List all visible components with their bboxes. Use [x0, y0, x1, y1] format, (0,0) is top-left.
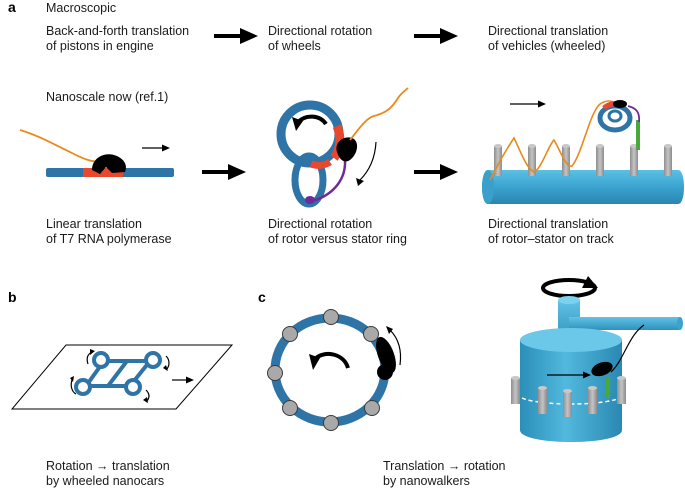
- cylinder-top: [520, 328, 622, 352]
- curved-motion-arrow: [356, 141, 377, 186]
- rna-strand: [19, 129, 105, 163]
- rotor-stator-diagram: [276, 87, 409, 208]
- ring-red-segment-lower: [309, 158, 332, 169]
- panel-b-caption-line2: by wheeled nanocars: [46, 474, 165, 488]
- nanocar-motion-arrow: [172, 376, 194, 384]
- walker-curved-arrow: [386, 326, 402, 366]
- macro-arrow-2: [414, 28, 458, 44]
- macro-step-vehicles-line2: of vehicles (wheeled): [488, 39, 606, 53]
- nanocar-diagram: [10, 344, 234, 410]
- track-ring-inner: [607, 109, 623, 123]
- dna-red-segment: [83, 168, 123, 177]
- nanoscale-heading: Nanoscale now (ref.1): [46, 90, 169, 104]
- nano-step-rotor-stator-line1: Directional rotation: [268, 217, 373, 231]
- motion-arrow-right: [142, 144, 170, 152]
- macro-step-pistons-line1: Back-and-forth translation: [46, 24, 190, 38]
- rotor-linker: [312, 159, 347, 203]
- top-rotation-arrow: [541, 276, 598, 298]
- polymerase-blob: [92, 154, 126, 174]
- panel-b-caption-line1: Rotation → translation: [46, 459, 170, 473]
- cylinder-pegs: [511, 376, 626, 417]
- walker-rotation-arrow: [309, 351, 350, 370]
- panel-c-caption-line2: by nanowalkers: [383, 474, 470, 488]
- panel-a-label: a: [8, 0, 16, 15]
- nanowalker-ring-diagram: [267, 309, 402, 431]
- track-purple-linker: [627, 105, 641, 123]
- macroscopic-heading: Macroscopic: [46, 1, 117, 15]
- macro-step-wheels-line2: of wheels: [268, 39, 321, 53]
- nano-arrow-2: [414, 164, 458, 180]
- track-orange-strand: [489, 100, 617, 181]
- nano-step-rotor-stator-line2: of rotor versus stator ring: [268, 232, 407, 246]
- nano-step-polymerase-line1: Linear translation: [46, 217, 142, 231]
- cylinder-walker-diagram: [511, 276, 683, 442]
- macro-step-wheels-line1: Directional rotation: [268, 24, 373, 38]
- nano-step-track-line2: of rotor–stator on track: [488, 232, 614, 246]
- panel-b-caption: Rotation → translation by wheeled nanoca…: [46, 459, 170, 489]
- lower-ring: [291, 152, 327, 208]
- macro-step-pistons: Back-and-forth translation of pistons in…: [46, 24, 189, 54]
- cylinder-walker-blob: [591, 361, 613, 377]
- cylinder-motion-arrow: [547, 371, 591, 379]
- walker-blob: [376, 336, 396, 374]
- rotor-foot: [305, 196, 315, 204]
- panel-b-label: b: [8, 289, 17, 305]
- nano-step-track: Directional translation of rotor–stator …: [488, 217, 614, 247]
- rotor-blob: [336, 137, 358, 162]
- surface-plane: [10, 344, 234, 410]
- horizontal-arm: [569, 317, 680, 330]
- ring-stations: [267, 309, 393, 431]
- track-rotor-blob: [613, 100, 627, 108]
- track-body: [482, 170, 684, 204]
- rotation-arrow-ccw: [292, 114, 328, 131]
- panel-c-label: c: [258, 289, 266, 305]
- nano-arrow-1: [202, 164, 246, 180]
- macro-step-pistons-line2: of pistons in engine: [46, 39, 154, 53]
- macro-step-vehicles: Directional translation of vehicles (whe…: [488, 24, 608, 54]
- nano-step-polymerase: Linear translation of T7 RNA polymerase: [46, 217, 172, 247]
- wheel-rotation-arrows: [70, 349, 170, 403]
- t7-polymerase-diagram: [19, 129, 174, 177]
- rotor-stator-track-diagram: [482, 100, 684, 204]
- macro-step-vehicles-line1: Directional translation: [488, 24, 609, 38]
- nano-step-polymerase-line2: of T7 RNA polymerase: [46, 232, 172, 246]
- track-motion-arrow: [510, 100, 546, 108]
- nano-step-track-line1: Directional translation: [488, 217, 609, 231]
- rotor-orange-tail: [349, 87, 409, 141]
- panel-c-caption-line1: Translation → rotation: [383, 459, 506, 473]
- nano-step-rotor-stator: Directional rotation of rotor versus sta…: [268, 217, 407, 247]
- macro-step-wheels: Directional rotation of wheels: [268, 24, 372, 54]
- nanocar-wheels: [74, 351, 162, 396]
- walker-tether: [610, 324, 645, 373]
- macro-arrow-1: [214, 28, 258, 44]
- panel-c-caption: Translation → rotation by nanowalkers: [383, 459, 506, 489]
